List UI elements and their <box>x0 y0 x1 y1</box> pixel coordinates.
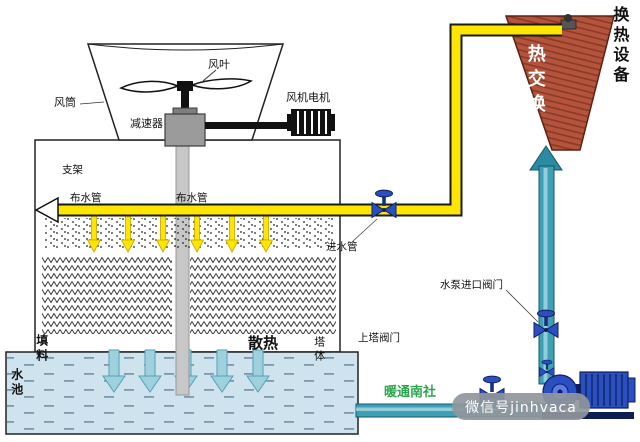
upper-tower-valve-label: 上塔阀门 <box>358 332 400 344</box>
fill-material <box>42 256 336 334</box>
reducer-box <box>164 113 206 147</box>
water-pipe-label-right: 布水管 <box>176 192 208 204</box>
watermark-green-text: 暖通南社 <box>384 385 437 400</box>
support-label: 支架 <box>62 164 83 176</box>
reducer-label: 减速器 <box>130 117 163 130</box>
spray-zone <box>44 218 334 248</box>
fan-blade-label: 风叶 <box>208 58 230 71</box>
fan-motor-label: 风机电机 <box>286 91 330 104</box>
drive-column <box>175 144 190 396</box>
pipe-outlet-arrow <box>34 196 59 224</box>
pump-base <box>542 412 634 419</box>
water-pipe-label-left: 布水管 <box>70 192 102 204</box>
fill-material-label: 填料 <box>34 334 49 364</box>
watermark-badge: 微信号jinhvaca <box>452 393 590 420</box>
heat-dissipation-label: 散热 <box>248 334 279 352</box>
water-pool-label: 水池 <box>9 368 24 398</box>
inlet-pipe-label: 进水管 <box>326 241 358 253</box>
tower-body-label: 塔体 <box>312 336 326 364</box>
pump-inlet-valve-label: 水泵进口阀门 <box>440 279 503 291</box>
heat-exchange-equipment-label: 换热设备 <box>610 6 630 86</box>
heat-exchanger <box>504 14 615 151</box>
drive-shaft <box>205 122 291 129</box>
fan-duct-label: 风筒 <box>54 96 76 109</box>
fan-assembly <box>79 43 335 147</box>
yellow-pipe <box>34 23 562 224</box>
fan-blade-right <box>189 78 253 90</box>
watermark-badge-text: 微信号jinhvaca <box>465 399 577 416</box>
heat-exchange-label: 热交换 <box>524 44 546 119</box>
riser-pipe <box>529 145 563 385</box>
fan-motor-coil <box>287 109 335 136</box>
